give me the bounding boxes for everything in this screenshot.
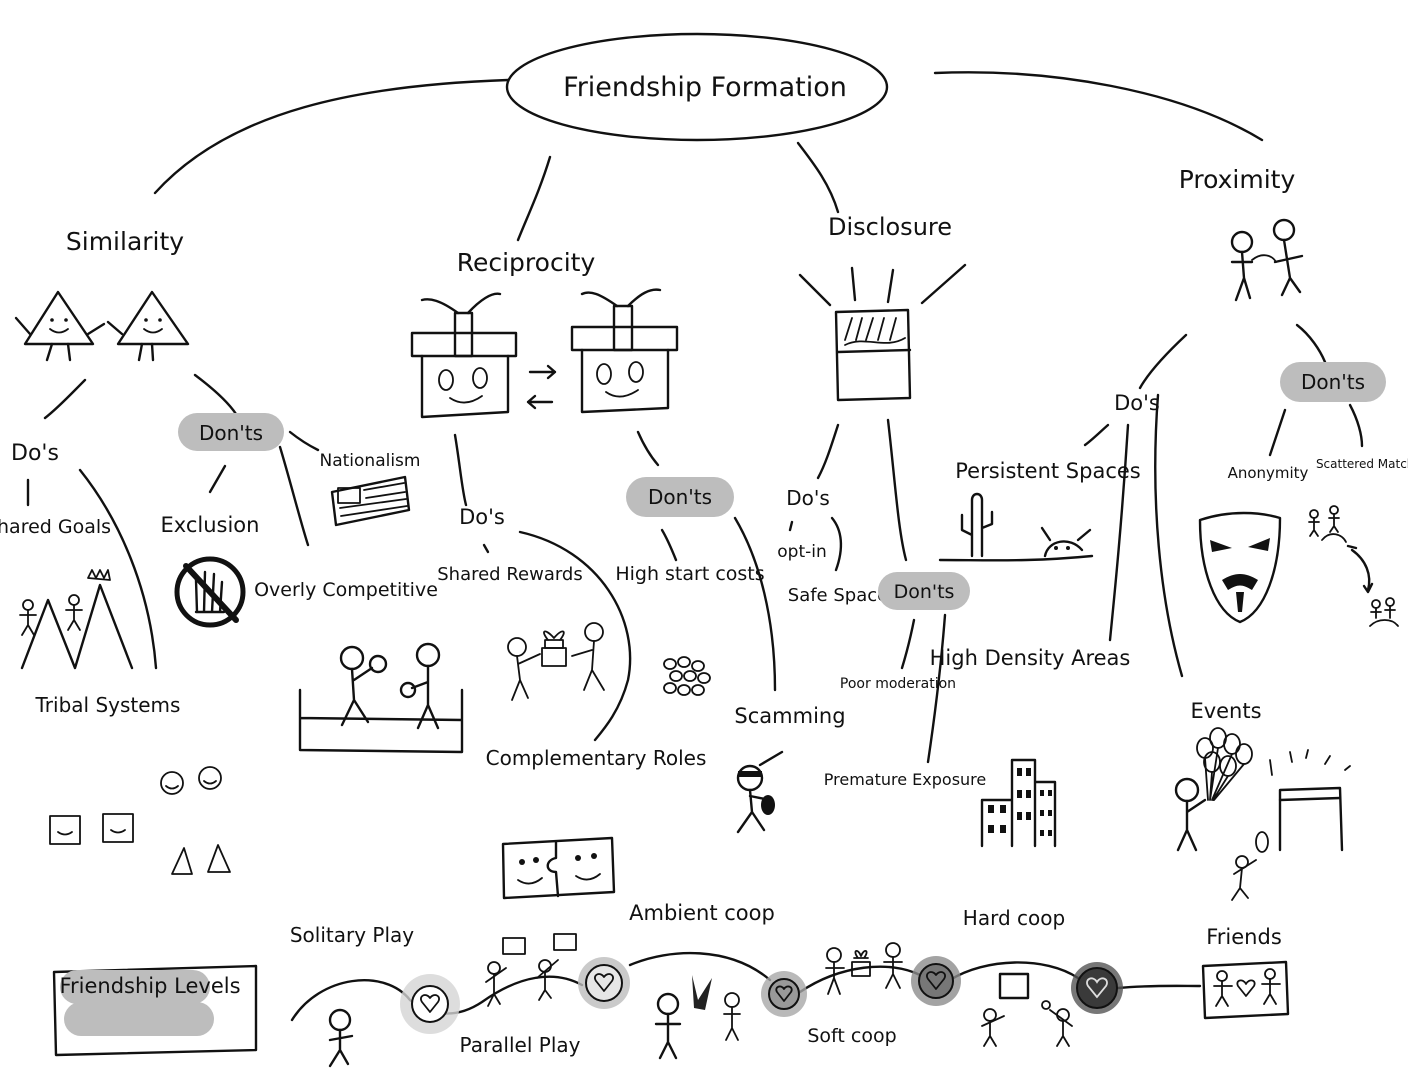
- proximity-dont-anonymity: Anonymity: [1228, 464, 1309, 482]
- disclosure-do-opt-in: opt-in: [777, 542, 827, 562]
- reciprocity-dont-high-start-costs: High start costs: [615, 563, 764, 585]
- parallel-figures-icon: [485, 933, 577, 1007]
- similarity-donts-label: Don'ts: [199, 421, 263, 445]
- proximity-dos-label: Do's: [1114, 391, 1160, 415]
- stage-solitary-play: Solitary Play: [290, 923, 414, 947]
- shared-rewards-icon: [507, 622, 605, 701]
- coin-pile-icon: [663, 656, 711, 696]
- stage-hard-coop: Hard coop: [963, 906, 1065, 930]
- reciprocity-dos-label: Do's: [459, 505, 505, 529]
- disclosure-do-safe-space-1: Safe Space: [788, 585, 888, 606]
- city-buildings-icon: [980, 758, 1057, 848]
- disclosure-donts-label: Don'ts: [894, 581, 955, 603]
- thief-icon: [736, 750, 784, 834]
- similar-triangles-icon: [14, 290, 190, 362]
- disclosure-dont-poor-moderation: Poor moderation: [840, 676, 956, 692]
- tribal-faces-icon: [49, 766, 231, 875]
- hard-coop-figures-icon: [981, 972, 1073, 1047]
- boxing-ring-icon: [298, 642, 464, 754]
- proximity-do-high-density: High Density Areas: [930, 646, 1131, 670]
- root-title: Friendship Formation: [563, 72, 847, 103]
- reciprocity-do-complementary-roles: Complementary Roles: [486, 746, 707, 770]
- event-balloons-icon: [1174, 727, 1351, 901]
- ambient-figures-icon: [654, 975, 741, 1060]
- disclosure-dont-premature-exposure: Premature Exposure: [824, 770, 986, 789]
- proximity-do-persistent-spaces: Persistent Spaces: [955, 459, 1141, 483]
- level-heart-5: [1071, 962, 1123, 1014]
- proximity-branch: Proximity Do's Don'ts Persistent Spaces …: [930, 165, 1408, 901]
- similarity-branch: Similarity Do's Don'ts Shared Goals Excl…: [0, 227, 464, 875]
- stage-ambient-coop: Ambient coop: [629, 901, 775, 925]
- proximity-do-events: Events: [1190, 699, 1261, 723]
- desert-scene-icon: [938, 492, 1094, 562]
- proximity-donts-label: Don'ts: [1301, 370, 1365, 394]
- stage-parallel-play: Parallel Play: [460, 1033, 581, 1057]
- friendship-levels: Friendship Levels: [52, 901, 1290, 1068]
- levels-legend-box: Friendship Levels: [52, 964, 258, 1057]
- similarity-dont-nationalism: Nationalism: [320, 451, 421, 471]
- flag-icon: [330, 475, 411, 527]
- proximity-dont-scattered-matches: Scattered Matches: [1316, 457, 1408, 471]
- reciprocity-branch: Reciprocity Do's Don'ts Shared Rewards: [410, 248, 846, 900]
- reciprocity-do-shared-rewards: Shared Rewards: [437, 564, 583, 585]
- reciprocity-donts-label: Don'ts: [648, 485, 712, 509]
- similarity-dont-exclusion: Exclusion: [161, 513, 260, 537]
- stage-friends: Friends: [1206, 925, 1282, 949]
- level-heart-1: [400, 974, 460, 1034]
- main-connectors: [153, 71, 1264, 242]
- reciprocity-dont-scamming: Scamming: [734, 704, 845, 728]
- disclosure-title: Disclosure: [828, 213, 952, 241]
- scattered-matches-icon: [1308, 505, 1399, 627]
- level-heart-2: [578, 957, 630, 1009]
- similarity-dont-overly-competitive: Overly Competitive: [254, 579, 438, 601]
- soft-coop-figures-icon: [825, 942, 903, 995]
- no-exclusion-icon: [174, 556, 246, 628]
- friends-frame-icon: [1201, 960, 1290, 1020]
- levels-title: Friendship Levels: [59, 974, 240, 998]
- disclosure-dos-label: Do's: [786, 486, 830, 510]
- mountain-climbers-icon: [19, 569, 134, 670]
- anonymous-mask-icon: [1198, 511, 1282, 624]
- reciprocity-title: Reciprocity: [457, 248, 596, 277]
- disclosure-branch: Disclosure Do's opt-in Safe Space Don'ts…: [777, 213, 986, 789]
- level-heart-4: [911, 956, 961, 1006]
- puzzle-faces-icon: [501, 836, 616, 900]
- close-people-icon: [1230, 218, 1304, 302]
- stage-soft-coop: Soft coop: [807, 1025, 896, 1047]
- opened-box-icon: [798, 263, 967, 402]
- level-heart-3: [761, 971, 807, 1017]
- root-node: Friendship Formation: [505, 32, 889, 142]
- similarity-do-shared-goals: Shared Goals: [0, 516, 111, 538]
- gift-exchange-icon: [410, 288, 679, 419]
- proximity-title: Proximity: [1179, 165, 1296, 194]
- similarity-do-tribal-systems: Tribal Systems: [35, 693, 181, 717]
- similarity-title: Similarity: [66, 227, 184, 256]
- solitary-figure-icon: [328, 1008, 354, 1068]
- similarity-dos-label: Do's: [11, 441, 59, 466]
